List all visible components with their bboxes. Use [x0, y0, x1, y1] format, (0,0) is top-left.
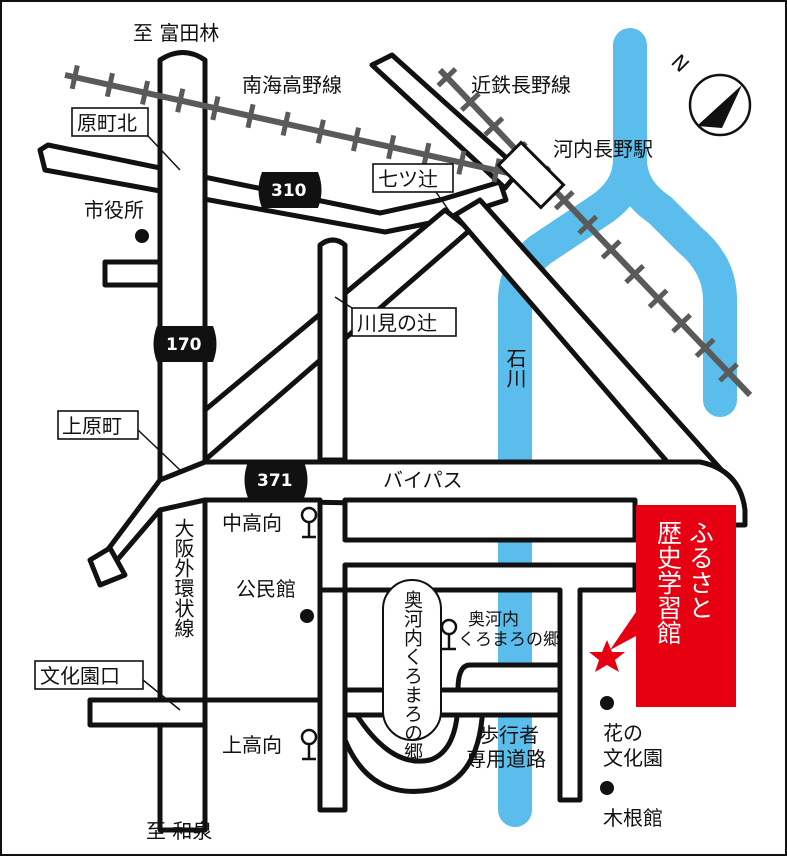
city-hall-marker [135, 229, 149, 243]
rail-tie [553, 190, 575, 211]
destination-banner: ふるさと 歴史学習館 [610, 505, 736, 707]
kurumaro-area-box [382, 579, 442, 741]
kurumaro-area-label: 奥河内くろまろの郷 [401, 590, 423, 761]
bunkaen-guchi-label: 文化園口 [34, 660, 181, 711]
rail-tie [491, 158, 502, 183]
rail-tie [104, 72, 115, 98]
svg-text:原町北: 原町北 [77, 111, 137, 135]
pedestrian-path-label-1: 歩行者 [479, 723, 539, 747]
svg-text:くろまろの郷: くろまろの郷 [458, 630, 560, 650]
svg-text:七ツ辻: 七ツ辻 [378, 167, 438, 191]
rail-tie [671, 313, 692, 334]
svg-text:310: 310 [271, 181, 307, 201]
haramachi-kita-label: 原町北 [71, 107, 181, 171]
svg-text:中高向: 中高向 [222, 511, 282, 535]
hana-no-bunkaen-label-2: 文化園 [603, 746, 663, 770]
community-center-marker [300, 609, 314, 623]
svg-text:川見の辻: 川見の辻 [357, 311, 437, 335]
rail-tie [69, 64, 80, 90]
rail-tie [483, 116, 505, 137]
rail-tie [315, 119, 326, 144]
rail-tie [624, 263, 646, 285]
river-bridges [495, 498, 535, 717]
rail-tie [718, 362, 739, 383]
kawami-no-tsuji-label: 川見の辻 [334, 296, 457, 337]
bus-stop-kamitakamukai: 上高向 [222, 728, 318, 761]
kamiharamachi-label: 上原町 [57, 410, 181, 471]
rail-tie [280, 111, 291, 137]
svg-text:上原町: 上原町 [62, 414, 122, 438]
destination-star-icon [589, 640, 625, 672]
rail-tie [210, 95, 221, 121]
route-371-shield: 371 [244, 462, 308, 498]
kinekan-label: 木根館 [603, 806, 663, 830]
kintetsu-line-label: 近鉄長野線 [471, 73, 571, 97]
svg-text:170: 170 [166, 335, 202, 355]
railway-kintetsu [437, 67, 753, 398]
to-izumi-label: 至 和泉 [146, 819, 212, 843]
nanatsuji-label: 七ツ辻 [372, 163, 454, 216]
to-tondabayashi-label: 至 富田林 [133, 21, 219, 45]
rail-tie [647, 288, 669, 309]
north-arrow-icon: N [666, 49, 752, 137]
route-310-shield: 310 [258, 172, 322, 208]
rail-tie [350, 127, 362, 152]
rail-tie [456, 150, 467, 175]
community-center-label: 公民館 [236, 577, 296, 601]
rail-tie [600, 239, 622, 260]
rail-tie [459, 91, 481, 112]
rail-tie [421, 142, 432, 168]
rail-tie [245, 103, 256, 129]
river-label: 石川 [503, 348, 527, 388]
svg-text:歴史学習館: 歴史学習館 [654, 520, 683, 645]
nankai-line-label: 南海高野線 [242, 73, 342, 97]
svg-text:文化園口: 文化園口 [40, 664, 120, 688]
hana-no-bunkaen-label-1: 花の [603, 721, 643, 745]
rail-tie [386, 134, 397, 160]
bus-stop-nakatakamukai: 中高向 [222, 506, 318, 539]
rail-tie [577, 214, 599, 235]
station-label: 河内長野駅 [553, 137, 653, 161]
svg-text:ふるさと: ふるさと [686, 520, 715, 620]
city-hall-label: 市役所 [84, 198, 144, 222]
route-170-shield: 170 [153, 326, 217, 362]
rail-tie [694, 337, 716, 358]
svg-text:奥河内: 奥河内 [468, 610, 519, 630]
rail-tie [436, 67, 458, 88]
bus-stop-kurumaro: 奥河内 くろまろの郷 [440, 610, 560, 651]
svg-text:上高向: 上高向 [222, 733, 282, 757]
station-icon [496, 140, 566, 210]
hana-no-bunkaen-marker [600, 696, 614, 710]
outer-ring-label: 大阪外環状線 [171, 518, 195, 638]
rail-tie [175, 88, 186, 113]
bypass-label: バイパス [383, 468, 463, 492]
pedestrian-path-label-2: 専用道路 [466, 747, 546, 771]
kinekan-marker [600, 781, 614, 795]
svg-text:371: 371 [257, 471, 293, 491]
rail-tie [140, 80, 151, 105]
